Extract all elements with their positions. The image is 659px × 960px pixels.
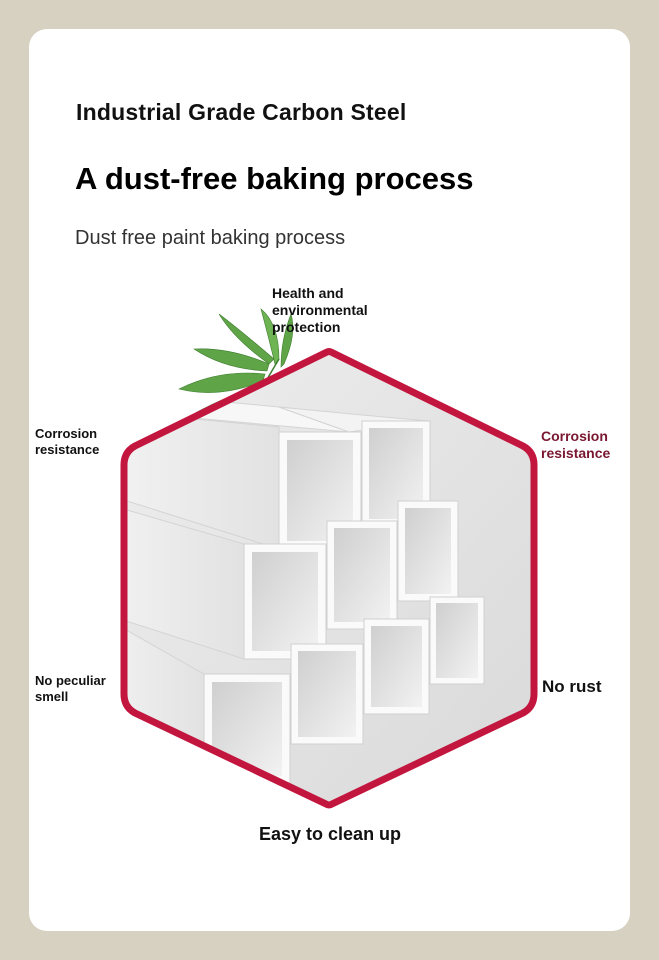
process-subtitle: Dust free paint baking process (75, 227, 346, 249)
feature-no-peculiar-smell: No peculiar smell (35, 673, 106, 704)
steel-tubes-illustration (120, 308, 538, 809)
material-title: Industrial Grade Carbon Steel (76, 99, 407, 125)
product-card: Industrial Grade Carbon Steel A dust-fre… (29, 29, 630, 931)
feature-easy-clean: Easy to clean up (259, 824, 402, 844)
feature-corrosion-resistance-left: Corrosion resistance (35, 426, 100, 457)
feature-no-rust: No rust (542, 677, 602, 696)
hexagon-frame (120, 348, 538, 809)
feature-corrosion-resistance-right: Corrosion resistance (541, 428, 611, 461)
process-headline: A dust-free baking process (75, 161, 474, 196)
feature-health-protection: Health and environmental protection (272, 285, 368, 335)
